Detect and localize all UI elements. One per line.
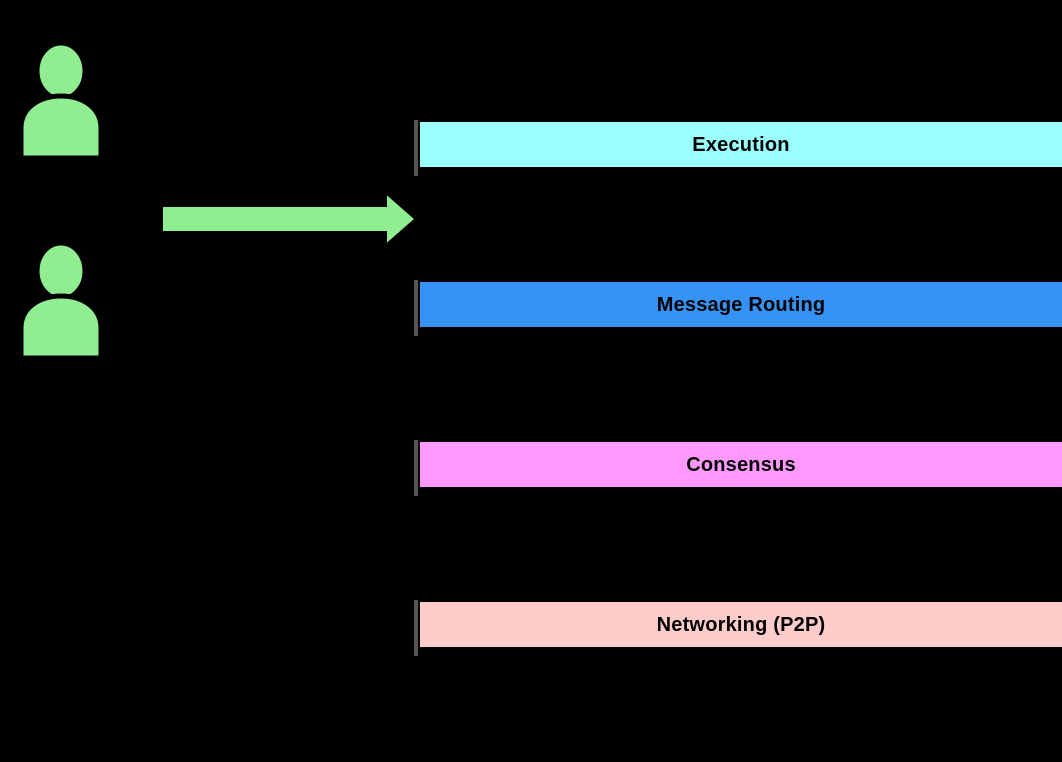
layer-bar[interactable]: Networking (P2P) — [420, 602, 1062, 647]
user-actor-2 — [17, 242, 105, 358]
layer-bar[interactable]: Message Routing — [420, 282, 1062, 327]
person-icon — [18, 242, 104, 358]
layer-tick — [414, 600, 418, 656]
layer-row-execution[interactable]: Execution — [414, 120, 1062, 176]
flow-arrow — [158, 188, 420, 250]
arrow-right-icon — [159, 188, 420, 250]
layer-row-message-routing[interactable]: Message Routing — [414, 280, 1062, 336]
layer-tick — [414, 120, 418, 176]
layer-tick — [414, 280, 418, 336]
layer-bar[interactable]: Consensus — [420, 442, 1062, 487]
layer-label: Message Routing — [656, 293, 826, 316]
layer-label: Networking (P2P) — [656, 613, 826, 636]
layer-row-consensus[interactable]: Consensus — [414, 440, 1062, 496]
layer-bar[interactable]: Execution — [420, 122, 1062, 167]
layer-label: Consensus — [686, 453, 796, 476]
layer-label: Execution — [692, 133, 790, 156]
user-actor-1 — [17, 42, 105, 158]
layer-tick — [414, 440, 418, 496]
layer-row-networking[interactable]: Networking (P2P) — [414, 600, 1062, 656]
person-icon — [18, 42, 104, 158]
